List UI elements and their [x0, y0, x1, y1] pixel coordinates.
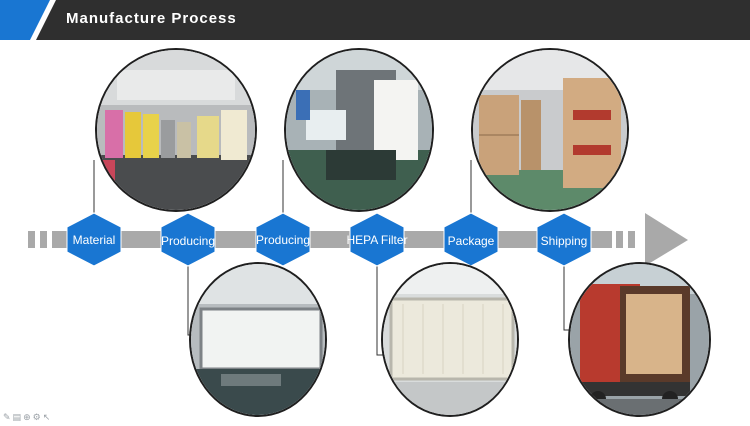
photo-hepa-filter	[381, 262, 519, 417]
pen-icon[interactable]: ✎	[3, 413, 13, 423]
step-hexagon-producing-1	[160, 212, 216, 267]
slides-icon[interactable]: ▤	[12, 413, 24, 423]
step-hexagon-material	[66, 212, 122, 267]
header-bar	[0, 0, 750, 40]
step-hexagon-shipping	[536, 212, 592, 267]
arrow-dash	[628, 231, 635, 248]
photo-frame-assembly	[189, 262, 327, 417]
step-label-material: Material	[72, 233, 116, 247]
header-accent	[0, 0, 50, 40]
page-title: Manufacture Process	[66, 10, 237, 27]
step-label-producing-1: Producing	[160, 234, 216, 248]
photo-packed-cartons	[471, 48, 629, 212]
step-label-producing-2: Producing	[255, 233, 311, 247]
step-hexagon-producing-2	[255, 212, 311, 267]
arrow-dash	[616, 231, 623, 248]
pointer-icon[interactable]: ↖	[42, 413, 53, 423]
step-hexagon-hepa-filter	[349, 212, 405, 267]
photo-container-truck	[568, 262, 711, 417]
step-label-shipping: Shipping	[540, 234, 588, 248]
step-label-package: Package	[447, 234, 495, 248]
header-background	[36, 0, 750, 40]
arrow-dash	[28, 231, 35, 248]
photo-warehouse-material	[95, 48, 257, 212]
slideshow-toolbar: ✎▤⊕⚙↖	[3, 413, 52, 423]
photo-pleating-machine	[284, 48, 434, 212]
arrow-dash	[40, 231, 47, 248]
zoom-icon[interactable]: ⊕	[23, 413, 33, 423]
arrow-head	[645, 213, 688, 266]
settings-icon[interactable]: ⚙	[32, 413, 43, 423]
step-label-hepa-filter: HEPA Filter	[346, 233, 408, 247]
